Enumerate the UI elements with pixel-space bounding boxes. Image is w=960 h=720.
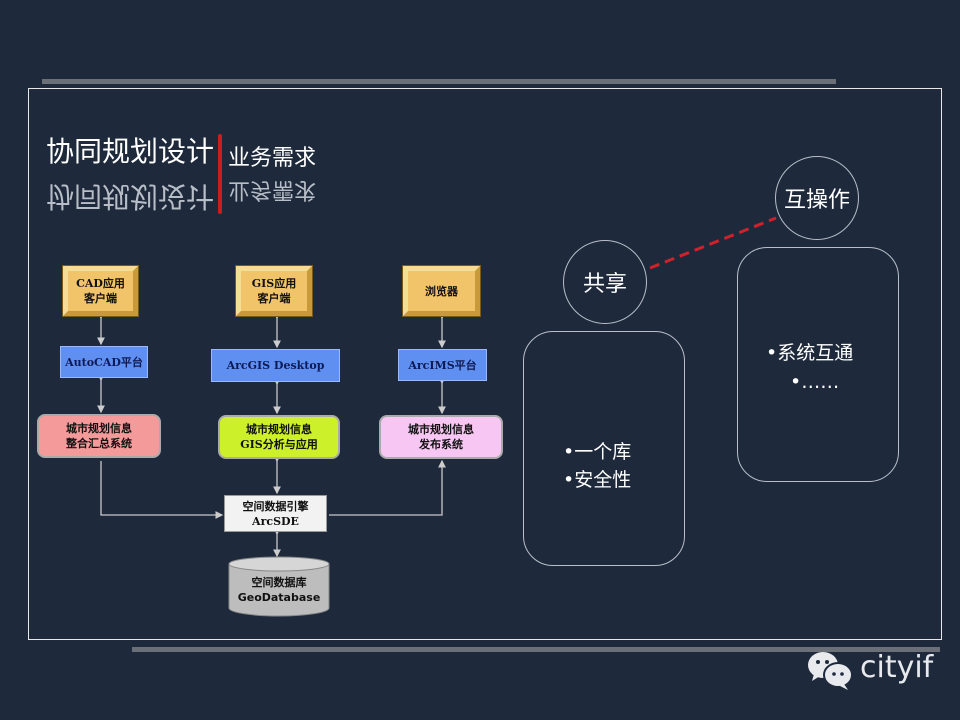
cad-client-box: CAD应用 客户端 — [63, 266, 138, 316]
share-interop-link — [649, 216, 777, 270]
content-frame — [28, 88, 942, 640]
slide-title: 协同规划设计 — [46, 135, 215, 168]
arcims-platform-box: ArcIMS平台 — [398, 349, 487, 381]
share-item-2: •安全性 — [563, 469, 632, 491]
title-separator — [218, 134, 222, 214]
bottom-divider — [132, 647, 940, 652]
geodatabase-cylinder-icon — [228, 556, 330, 617]
share-panel — [523, 331, 685, 566]
browser-box: 浏览器 — [403, 266, 480, 316]
arcgis-desktop-box: ArcGIS Desktop — [211, 349, 340, 382]
wechat-icon — [808, 652, 853, 690]
gis-client-box: GIS应用 客户端 — [236, 266, 312, 316]
arcsde-engine-box: 空间数据引擎 ArcSDE — [224, 495, 327, 532]
integration-system-box: 城市规划信息 整合汇总系统 — [37, 414, 161, 458]
share-circle: 共享 — [563, 240, 647, 324]
top-divider — [42, 79, 836, 84]
interop-panel — [737, 247, 899, 482]
interop-item-1: •系统互通 — [766, 342, 854, 364]
autocad-platform-box: AutoCAD平台 — [60, 346, 148, 378]
geodatabase-label: 空间数据库 GeoDatabase — [237, 576, 321, 604]
gis-analysis-box: 城市规划信息 GIS分析与应用 — [218, 415, 340, 459]
slide-subtitle: 业务需求 — [228, 146, 317, 171]
publish-system-box: 城市规划信息 发布系统 — [379, 415, 503, 459]
interop-circle: 互操作 — [775, 156, 859, 240]
watermark-text: cityif — [860, 650, 934, 685]
share-item-1: •一个库 — [563, 441, 632, 463]
interop-item-2: •…… — [790, 371, 840, 393]
